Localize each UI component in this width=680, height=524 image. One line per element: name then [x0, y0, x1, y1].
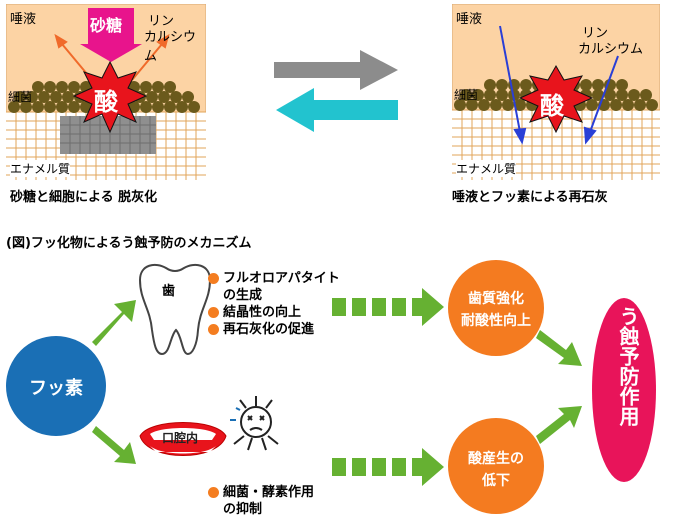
mouth-icon — [139, 422, 227, 456]
effect-fluorapatite-cont: の生成 — [208, 287, 340, 304]
reverse-arrow — [276, 88, 398, 132]
tooth-result-line1: 歯質強化 — [468, 291, 524, 307]
final-label: う蝕予防作用 — [616, 306, 640, 426]
tooth-icon — [138, 263, 212, 356]
effect-fluorapatite-cont-text: の生成 — [223, 288, 263, 303]
effect-bacteria-inhibit-cont-text: の抑制 — [223, 502, 263, 517]
remineralization-caption: 唾液とフッ素による再石灰 — [452, 190, 608, 205]
mouth-label: 口腔内 — [162, 431, 199, 445]
enamel-label-right: エナメル質 — [456, 160, 517, 177]
tooth-label: 歯 — [162, 284, 176, 299]
tooth-effects-list: フルオロアパタイト の生成 結晶性の向上 再石灰化の促進 — [208, 270, 340, 338]
sugar-label: 砂糖 — [90, 16, 123, 35]
final-oval — [592, 298, 656, 482]
effect-fluorapatite: フルオロアパタイト — [208, 270, 340, 287]
effect-crystallinity-text: 結晶性の向上 — [223, 305, 302, 320]
acid-label-right: 酸 — [540, 92, 564, 120]
bullet-icon — [208, 273, 219, 284]
phosphorus-label-line1: リン — [148, 14, 175, 29]
bacteria-label-right: 細菌 — [454, 88, 479, 102]
bullet-icon — [208, 487, 219, 498]
tooth-result-circle — [448, 260, 544, 356]
dashed-arrow-mouth — [332, 448, 444, 486]
effect-bacteria-inhibit: 細菌・酵素作用 — [208, 484, 314, 501]
forward-arrow — [274, 50, 398, 90]
enamel-label: エナメル質 — [10, 160, 71, 177]
acid-result-line2: 低下 — [482, 473, 510, 489]
acid-burst-right — [518, 64, 594, 134]
acid-burst — [72, 60, 148, 134]
dashed-arrow-tooth — [332, 288, 444, 326]
effect-fluorapatite-text: フルオロアパタイト — [223, 271, 340, 286]
tooth-result-line2: 耐酸性向上 — [461, 313, 531, 329]
process-arrows — [274, 50, 398, 132]
effect-remineralization: 再石灰化の促進 — [208, 321, 340, 338]
arrow-to-mouth — [92, 426, 136, 464]
fluoride-label: フッ素 — [29, 378, 83, 399]
bacteria-label: 細菌 — [8, 90, 33, 104]
sugar-arrow — [80, 8, 142, 62]
saliva-label: 唾液 — [10, 12, 37, 27]
arrow-to-final-bottom — [536, 406, 582, 444]
arrow-to-final-top — [536, 330, 582, 366]
effect-crystallinity: 結晶性の向上 — [208, 304, 340, 321]
remineralization-illustration — [451, 3, 661, 181]
fluoride-circle — [6, 336, 106, 436]
effect-bacteria-inhibit-text: 細菌・酵素作用 — [223, 485, 315, 500]
demineralization-panel: 唾液 砂糖 リン カルシウム 細菌 酸 エナメル質 — [5, 3, 207, 181]
acid-result-circle — [448, 418, 544, 514]
remineralization-panel: 唾液 リン カルシウム 細菌 酸 エナメル質 — [451, 3, 661, 181]
phosphorus-label-right-line1: リン — [582, 26, 609, 41]
phosphorus-label-right-line2: カルシウム — [578, 42, 644, 57]
effect-remineralization-text: 再石灰化の促進 — [223, 322, 315, 337]
effect-bacteria-inhibit-cont: の抑制 — [208, 501, 314, 518]
saliva-label-right: 唾液 — [456, 12, 483, 27]
acid-label: 酸 — [94, 88, 118, 116]
bullet-icon — [208, 307, 219, 318]
bullet-icon — [208, 324, 219, 335]
figure-title: (図)フッ化物によるう蝕予防のメカニズム — [6, 236, 252, 251]
mouth-effects-list: 細菌・酵素作用 の抑制 — [208, 484, 314, 518]
acid-result-line1: 酸産生の — [468, 451, 524, 467]
demineralization-caption: 砂糖と細胞による 脱灰化 — [10, 190, 158, 205]
arrow-to-tooth — [92, 300, 136, 346]
phosphorus-label-line2: カルシウム — [144, 30, 197, 64]
remineralization-arrows — [499, 25, 619, 145]
germ-icon — [230, 396, 279, 451]
mechanism-diagram — [6, 260, 656, 514]
